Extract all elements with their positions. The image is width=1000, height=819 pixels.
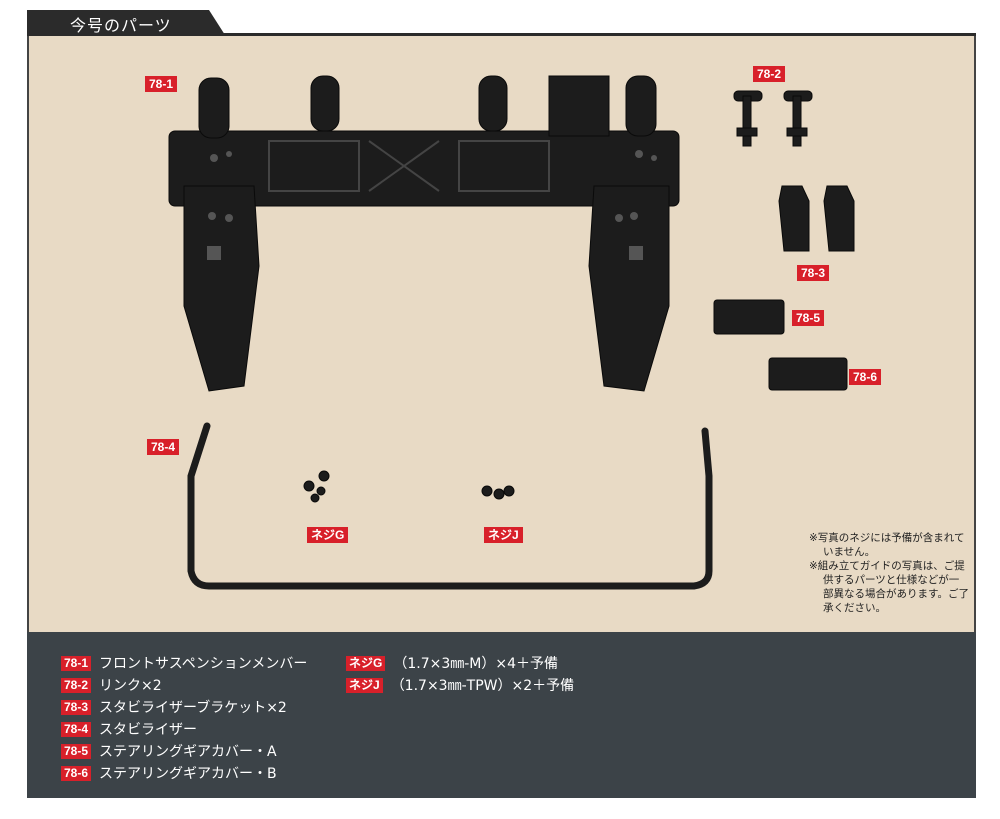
front-suspension-member-image bbox=[168, 75, 680, 392]
legend-item: 78-3 スタビライザーブラケット×2 bbox=[61, 697, 287, 717]
page-title: 今号のパーツ bbox=[70, 16, 172, 35]
legend-item: 78-6 ステアリングギアカバー・B bbox=[61, 763, 277, 783]
note-line-2: ※組み立てガイドの写真は、ご提供するパーツと仕様などが一部異なる場合があります。… bbox=[809, 560, 969, 614]
label-screw-g: ネジG bbox=[307, 527, 349, 543]
legend-text: スタビライザー bbox=[99, 722, 198, 738]
legend-code: 78-6 bbox=[61, 765, 92, 781]
legend-code: 78-5 bbox=[61, 743, 92, 759]
legend-code: 78-4 bbox=[61, 721, 92, 737]
stabilizer-brackets-image bbox=[778, 185, 855, 252]
label-78-1: 78-1 bbox=[145, 76, 178, 92]
legend-item: ネジG （1.7×3㎜-M）×4＋予備 bbox=[346, 653, 558, 673]
photo-note: ※写真のネジには予備が含まれていません。 ※組み立てガイドの写真は、ご提供するパ… bbox=[809, 531, 969, 615]
legend-text: スタビライザーブラケット×2 bbox=[99, 700, 287, 716]
screws-j-image bbox=[481, 485, 515, 500]
legend-code: 78-2 bbox=[61, 677, 92, 693]
legend-code: ネジJ bbox=[346, 677, 383, 693]
legend-item: ネジJ （1.7×3㎜-TPW）×2＋予備 bbox=[346, 675, 574, 695]
legend-text: ステアリングギアカバー・B bbox=[99, 766, 277, 782]
label-78-6: 78-6 bbox=[849, 369, 882, 385]
steering-gear-cover-b-image bbox=[768, 357, 848, 391]
label-78-2: 78-2 bbox=[753, 66, 786, 82]
screws-g-image bbox=[303, 470, 330, 503]
legend-item: 78-5 ステアリングギアカバー・A bbox=[61, 741, 277, 761]
steering-gear-cover-a-image bbox=[713, 299, 785, 335]
legend-code: ネジG bbox=[346, 655, 386, 671]
label-78-5: 78-5 bbox=[792, 310, 825, 326]
legend-code: 78-3 bbox=[61, 699, 92, 715]
label-78-3: 78-3 bbox=[797, 265, 830, 281]
label-screw-j: ネジJ bbox=[484, 527, 523, 543]
header-rule bbox=[27, 33, 976, 36]
legend-item: 78-4 スタビライザー bbox=[61, 719, 197, 739]
legend-text: リンク×2 bbox=[99, 678, 162, 694]
legend-code: 78-1 bbox=[61, 655, 92, 671]
legend-item: 78-1 フロントサスペンションメンバー bbox=[61, 653, 307, 673]
link-parts-image bbox=[733, 90, 813, 147]
legend-text: フロントサスペンションメンバー bbox=[99, 656, 308, 672]
legend-text: （1.7×3㎜-M）×4＋予備 bbox=[393, 656, 559, 672]
legend-item: 78-2 リンク×2 bbox=[61, 675, 162, 695]
parts-illustration bbox=[168, 75, 855, 590]
header-tab bbox=[27, 10, 225, 35]
parts-legend: 78-1 フロントサスペンションメンバー 78-2 リンク×2 78-3 スタビ… bbox=[27, 632, 976, 798]
legend-text: ステアリングギアカバー・A bbox=[99, 744, 277, 760]
note-line-1: ※写真のネジには予備が含まれていません。 bbox=[809, 532, 965, 558]
legend-text: （1.7×3㎜-TPW）×2＋予備 bbox=[390, 678, 575, 694]
label-78-4: 78-4 bbox=[147, 439, 180, 455]
parts-photo: 78-1 78-2 78-3 78-4 78-5 78-6 ネジG ネジJ bbox=[27, 36, 976, 632]
stabilizer-bar-image bbox=[187, 422, 713, 590]
